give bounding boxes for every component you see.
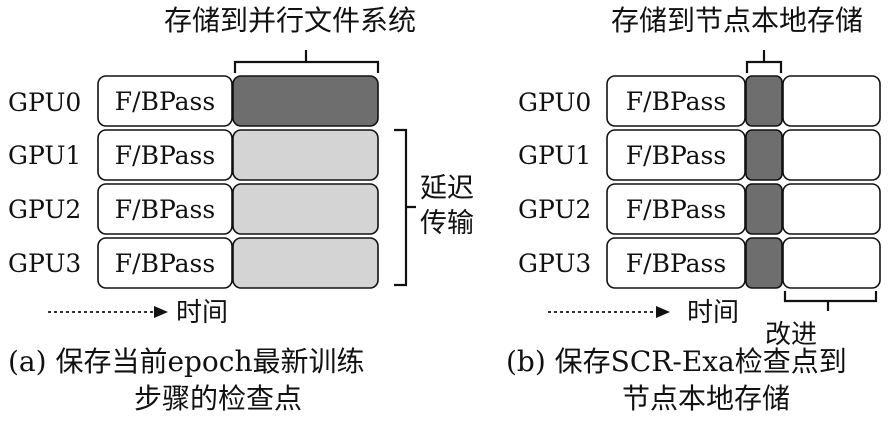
panel-a-row: GPU3 F/BPass — [8, 237, 379, 289]
panel-b-time-label: 时间 — [687, 298, 739, 328]
gpu-label: GPU2 — [518, 195, 591, 224]
panel-a-side-brace — [394, 128, 416, 287]
panel-a-row: GPU2 F/BPass — [8, 183, 379, 235]
delayed-transfer-segment — [232, 129, 379, 181]
saved-time-segment — [782, 75, 881, 127]
panel-b-row: GPU0 F/BPass — [518, 75, 881, 127]
saved-time-segment — [782, 237, 881, 289]
saved-time-segment — [782, 129, 881, 181]
fb-pass-label: F/BPass — [115, 249, 215, 278]
fb-pass-label: F/BPass — [115, 195, 215, 224]
checkpoint-segment-dark — [745, 75, 783, 127]
panel-b-top-label: 存储到节点本地存储 — [611, 4, 863, 37]
checkpoint-segment-dark — [745, 183, 783, 235]
fb-pass-box — [606, 183, 746, 235]
fb-pass-label: F/BPass — [115, 141, 215, 170]
gpu-label: GPU2 — [8, 195, 81, 224]
panel-b-row: GPU1 F/BPass — [518, 129, 881, 181]
gpu-label: GPU0 — [518, 88, 591, 117]
fb-pass-box — [97, 183, 233, 235]
panel-a-time-label: 时间 — [176, 298, 228, 328]
panel-b: 存储到节点本地存储 GPU0 F/BPass GPU1 F/BPass GPU2… — [506, 4, 881, 415]
panel-a-top-label: 存储到并行文件系统 — [164, 4, 416, 37]
time-arrow-head — [656, 306, 670, 318]
fb-pass-box — [97, 129, 233, 181]
fb-pass-box — [606, 75, 746, 127]
panel-a-caption-1: (a) 保存当前epoch最新训练 — [8, 345, 365, 378]
panel-a: 存储到并行文件系统 GPU0 F/BPass GPU1 F/BPass GPU2… — [8, 4, 474, 415]
checkpoint-segment-dark — [745, 237, 783, 289]
panel-b-improve-label: 改进 — [765, 320, 817, 350]
fb-pass-label: F/BPass — [626, 195, 726, 224]
checkpoint-segment-dark — [232, 75, 379, 127]
fb-pass-box — [97, 75, 233, 127]
gpu-label: GPU1 — [8, 141, 81, 170]
fb-pass-label: F/BPass — [626, 249, 726, 278]
panel-a-side-label-1: 延迟 — [420, 173, 474, 204]
checkpoint-segment-dark — [745, 129, 783, 181]
fb-pass-label: F/BPass — [626, 87, 726, 116]
delayed-transfer-segment — [232, 183, 379, 235]
panel-a-row: GPU0 F/BPass — [8, 75, 379, 127]
panel-a-top-brace — [233, 50, 380, 73]
gpu-label: GPU0 — [8, 88, 81, 117]
fb-pass-box — [606, 129, 746, 181]
time-arrow-head — [154, 306, 168, 318]
panel-a-row: GPU1 F/BPass — [8, 129, 379, 181]
panel-b-caption-1: (b) 保存SCR-Exa检查点到 — [506, 345, 847, 378]
panel-b-caption-2: 节点本地存储 — [622, 382, 790, 415]
panel-b-top-brace — [745, 50, 783, 73]
gpu-label: GPU1 — [518, 141, 591, 170]
fb-pass-box — [606, 237, 746, 289]
delayed-transfer-segment — [232, 237, 379, 289]
panel-a-caption-2: 步骤的检查点 — [134, 382, 302, 415]
gpu-label: GPU3 — [518, 249, 591, 278]
fb-pass-label: F/BPass — [115, 87, 215, 116]
panel-b-row: GPU2 F/BPass — [518, 183, 881, 235]
fb-pass-label: F/BPass — [626, 141, 726, 170]
gpu-label: GPU3 — [8, 249, 81, 278]
panel-a-side-label-2: 传输 — [420, 208, 474, 239]
panel-b-row: GPU3 F/BPass — [518, 237, 881, 289]
fb-pass-box — [97, 237, 233, 289]
saved-time-segment — [782, 183, 881, 235]
panel-b-bottom-brace — [783, 291, 878, 311]
